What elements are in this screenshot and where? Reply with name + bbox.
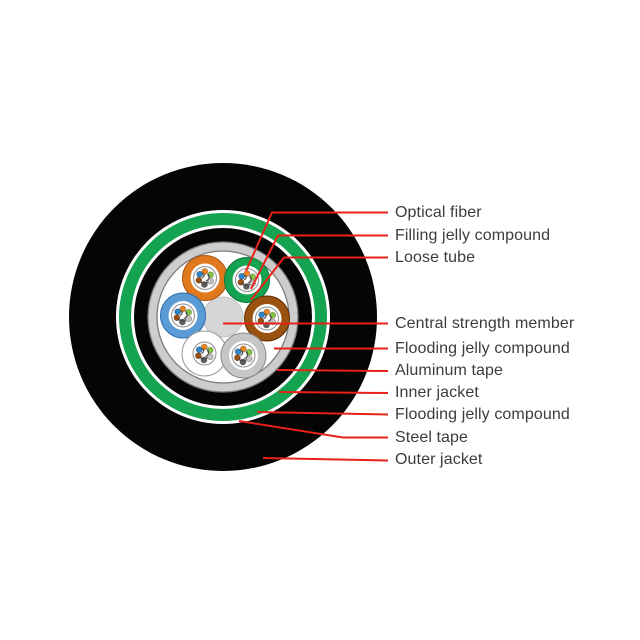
fiber-squiggle — [199, 280, 209, 284]
fiber-silver-dot — [185, 315, 193, 323]
fiber-squiggle — [241, 282, 251, 286]
fiber-orange-dot — [243, 270, 251, 277]
fiber-squiggle — [201, 272, 205, 279]
fiber-blue-dot — [238, 272, 246, 280]
loose-tube-white — [181, 330, 228, 377]
fiber-squiggle — [183, 311, 188, 320]
fiber-squiggle — [205, 273, 210, 282]
leader-line-7 — [256, 411, 389, 416]
fiber-squiggle — [247, 275, 252, 284]
fiber-orange-dot — [201, 268, 209, 275]
leader-line-9 — [262, 457, 389, 462]
fiber-silver-dot — [206, 353, 214, 361]
leader-line-8 — [238, 420, 388, 439]
fiber-blue-dot — [174, 308, 182, 316]
fiber-squiggle — [238, 358, 247, 362]
fiber-squiggle — [199, 356, 208, 360]
fiber-blue-dot — [258, 311, 266, 319]
fiber-squiggle — [243, 274, 247, 281]
fiber-squiggle — [263, 313, 267, 320]
fiber-squiggle — [201, 348, 205, 355]
loose-tube-blue — [160, 292, 206, 339]
leader-line-2 — [250, 256, 388, 301]
fiber-squiggle — [205, 349, 210, 358]
fiber-blue-dot — [195, 346, 203, 354]
fiber-orange-dot — [239, 345, 247, 353]
fiber-squiggle — [240, 350, 244, 357]
leader-line-1 — [250, 234, 388, 290]
leader-line-6 — [278, 391, 389, 394]
fiber-silver-dot — [245, 355, 253, 363]
loose-tube-gray — [220, 332, 267, 379]
fiber-silver-dot — [207, 277, 215, 285]
fiber-blue-dot — [234, 348, 242, 356]
fiber-squiggle — [177, 318, 187, 322]
fiber-orange-dot — [263, 308, 271, 316]
leader-line-5 — [276, 369, 389, 372]
loose-tube-orange — [182, 255, 228, 301]
fiber-blue-dot — [196, 270, 204, 278]
fiber-squiggle — [179, 310, 183, 317]
leader-line-0 — [245, 211, 388, 272]
fiber-squiggle — [244, 351, 249, 360]
fiber-orange-dot — [200, 343, 208, 351]
fiber-squiggle — [267, 314, 272, 323]
fiber-orange-dot — [179, 305, 187, 313]
